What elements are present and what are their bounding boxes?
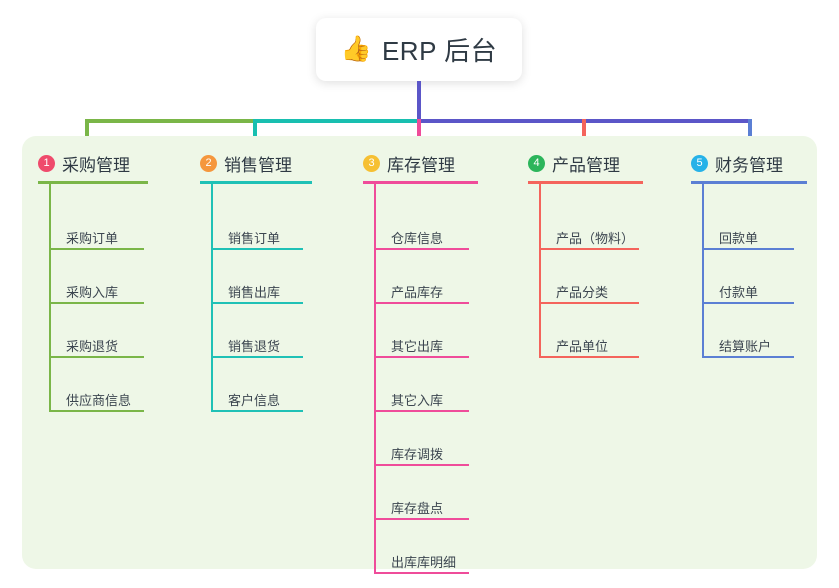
column-title: 采购管理 — [62, 155, 130, 175]
branch-item-rule — [374, 518, 469, 520]
branch-item[interactable]: 供应商信息 — [60, 390, 131, 409]
column-title: 销售管理 — [224, 155, 292, 175]
branch-item[interactable]: 采购入库 — [60, 282, 118, 301]
branch-item[interactable]: 回款单 — [713, 228, 758, 247]
column-number-badge: 3 — [363, 154, 380, 172]
column-header-5[interactable]: 5 财务管理 — [691, 150, 783, 176]
branch-item-rule — [374, 356, 469, 358]
branch-item[interactable]: 出库库明细 — [385, 552, 456, 571]
column-spine — [211, 184, 213, 410]
column-number-badge: 2 — [200, 154, 217, 172]
branch-item[interactable]: 产品单位 — [550, 336, 608, 355]
branch-item[interactable]: 销售订单 — [222, 228, 280, 247]
branch-item[interactable]: 产品库存 — [385, 282, 443, 301]
branch-item-rule — [702, 302, 794, 304]
branch-item[interactable]: 结算账户 — [713, 336, 771, 355]
branch-item-rule — [211, 356, 303, 358]
branches-panel: 1 采购管理采购订单采购入库采购退货供应商信息 2 销售管理销售订单销售出库销售退货客… — [22, 136, 817, 574]
branch-item-label: 供应商信息 — [66, 393, 132, 408]
branch-item-rule — [539, 248, 639, 250]
column-number-badge: 5 — [691, 154, 708, 172]
column-number-badge: 4 — [528, 154, 545, 172]
branch-item-label: 库存调拨 — [391, 447, 444, 462]
branch-item-rule — [539, 302, 639, 304]
branch-item-rule — [211, 248, 303, 250]
branch-item-label: 付款单 — [719, 285, 759, 300]
branch-item-rule — [374, 464, 469, 466]
root-stem-line — [417, 81, 421, 121]
column-title: 库存管理 — [387, 155, 455, 175]
branch-item-rule — [49, 248, 144, 250]
branch-item-label: 产品库存 — [391, 285, 444, 300]
branch-item[interactable]: 销售退货 — [222, 336, 280, 355]
branch-item-label: 结算账户 — [719, 339, 772, 354]
branch-item[interactable]: 采购退货 — [60, 336, 118, 355]
branch-item-label: 库存盘点 — [391, 501, 444, 516]
branch-item-label: 回款单 — [719, 231, 759, 246]
branch-item-rule — [211, 410, 303, 412]
column-spine — [49, 184, 51, 410]
branch-item-label: 销售出库 — [228, 285, 281, 300]
branch-item-label: 出库库明细 — [391, 555, 457, 570]
column-number-badge: 1 — [38, 154, 55, 172]
branch-item-rule — [49, 410, 144, 412]
branch-item[interactable]: 销售出库 — [222, 282, 280, 301]
branch-item[interactable]: 其它入库 — [385, 390, 443, 409]
branch-item-rule — [374, 572, 469, 574]
branch-item-rule — [49, 302, 144, 304]
root-node-title: ERP 后台 — [381, 36, 498, 66]
column-header-3[interactable]: 3 库存管理 — [363, 150, 455, 176]
column-header-rule — [691, 181, 807, 184]
column-header-2[interactable]: 2 销售管理 — [200, 150, 292, 176]
branch-item-rule — [702, 248, 794, 250]
branch-item[interactable]: 库存盘点 — [385, 498, 443, 517]
column-header-rule — [38, 181, 148, 184]
branch-item[interactable]: 产品（物料） — [550, 228, 634, 247]
root-node-erp-backend[interactable]: 👍 ERP 后台 — [316, 18, 522, 81]
branch-item-rule — [374, 248, 469, 250]
column-spine — [702, 184, 704, 356]
branch-item-rule — [49, 356, 144, 358]
branch-item-rule — [539, 356, 639, 358]
branch-item[interactable]: 付款单 — [713, 282, 758, 301]
branch-item-label: 采购退货 — [66, 339, 119, 354]
branch-item-label: 销售退货 — [228, 339, 281, 354]
branch-item-rule — [374, 410, 469, 412]
branch-item[interactable]: 其它出库 — [385, 336, 443, 355]
branch-item-label: 产品分类 — [556, 285, 609, 300]
column-title: 财务管理 — [715, 155, 783, 175]
column-header-rule — [528, 181, 643, 184]
branch-item[interactable]: 库存调拨 — [385, 444, 443, 463]
branch-item-label: 销售订单 — [228, 231, 281, 246]
column-spine — [374, 184, 376, 572]
branch-item-label: 其它入库 — [391, 393, 444, 408]
branch-item-label: 采购入库 — [66, 285, 119, 300]
column-header-1[interactable]: 1 采购管理 — [38, 150, 130, 176]
branch-item-label: 仓库信息 — [391, 231, 444, 246]
branch-item[interactable]: 客户信息 — [222, 390, 280, 409]
branch-item-label: 产品单位 — [556, 339, 609, 354]
bus-segment-mid — [255, 119, 419, 123]
column-header-4[interactable]: 4 产品管理 — [528, 150, 620, 176]
branch-item-label: 采购订单 — [66, 231, 119, 246]
bus-segment-left — [85, 119, 257, 123]
column-spine — [539, 184, 541, 356]
branch-item[interactable]: 产品分类 — [550, 282, 608, 301]
branch-item-label: 其它出库 — [391, 339, 444, 354]
branch-item-rule — [702, 356, 794, 358]
branch-item-label: 产品（物料） — [556, 231, 635, 246]
branch-item-label: 客户信息 — [228, 393, 281, 408]
branch-item-rule — [374, 302, 469, 304]
thumbs-up-icon: 👍 — [340, 35, 372, 63]
branch-item[interactable]: 采购订单 — [60, 228, 118, 247]
column-header-rule — [200, 181, 312, 184]
branch-item-rule — [211, 302, 303, 304]
branch-item[interactable]: 仓库信息 — [385, 228, 443, 247]
column-title: 产品管理 — [552, 155, 620, 175]
column-header-rule — [363, 181, 478, 184]
